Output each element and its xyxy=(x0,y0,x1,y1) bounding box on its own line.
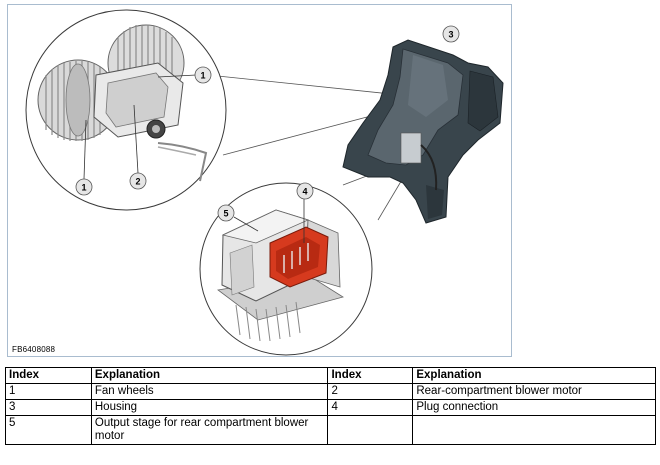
diagram-figure: 1 1 2 3 4 5 FB6408088 xyxy=(7,4,512,357)
legend-table: Index Explanation Index Explanation 1 Fa… xyxy=(5,367,656,445)
svg-text:3: 3 xyxy=(448,30,453,40)
plug-connection xyxy=(269,226,329,288)
legend-index: 2 xyxy=(327,383,414,400)
legend-header-explanation: Explanation xyxy=(90,367,329,384)
legend-explanation: Fan wheels xyxy=(90,383,329,400)
table-row: 3 Housing 4 Plug connection xyxy=(5,399,656,416)
legend-explanation: Rear-compartment blower motor xyxy=(412,383,656,400)
table-row: 1 Fan wheels 2 Rear-compartment blower m… xyxy=(5,383,656,400)
figure-code: FB6408088 xyxy=(12,345,56,354)
callout-5: 5 xyxy=(217,204,235,222)
callout-3: 3 xyxy=(442,25,460,43)
callout-2: 2 xyxy=(129,172,147,190)
legend-index xyxy=(327,415,414,445)
legend-index: 3 xyxy=(5,399,92,416)
legend-explanation: Output stage for rear compartment blower… xyxy=(90,415,329,445)
callout-1-top: 1 xyxy=(194,66,212,84)
svg-text:1: 1 xyxy=(200,71,205,81)
callout-4: 4 xyxy=(296,182,314,200)
svg-text:5: 5 xyxy=(223,209,228,219)
output-stage-detail-circle xyxy=(199,182,373,356)
legend-index: 5 xyxy=(5,415,92,445)
table-row: 5 Output stage for rear compartment blow… xyxy=(5,415,656,445)
fan-detail-circle xyxy=(25,9,227,211)
legend-explanation xyxy=(412,415,656,445)
legend-index: 4 xyxy=(327,399,414,416)
callout-1-bottom: 1 xyxy=(75,178,93,196)
legend-header-index: Index xyxy=(5,367,92,384)
svg-text:2: 2 xyxy=(135,177,140,187)
blower-housing xyxy=(342,39,504,224)
legend-index: 1 xyxy=(5,383,92,400)
legend-header-row: Index Explanation Index Explanation xyxy=(5,367,656,384)
svg-text:1: 1 xyxy=(81,183,86,193)
blower-motor xyxy=(93,62,208,182)
legend-header-index: Index xyxy=(327,367,414,384)
svg-text:4: 4 xyxy=(302,187,307,197)
legend-explanation: Plug connection xyxy=(412,399,656,416)
legend-header-explanation: Explanation xyxy=(412,367,656,384)
legend-explanation: Housing xyxy=(90,399,329,416)
blower-assembly-illustration: 1 1 2 3 4 5 xyxy=(25,9,504,356)
